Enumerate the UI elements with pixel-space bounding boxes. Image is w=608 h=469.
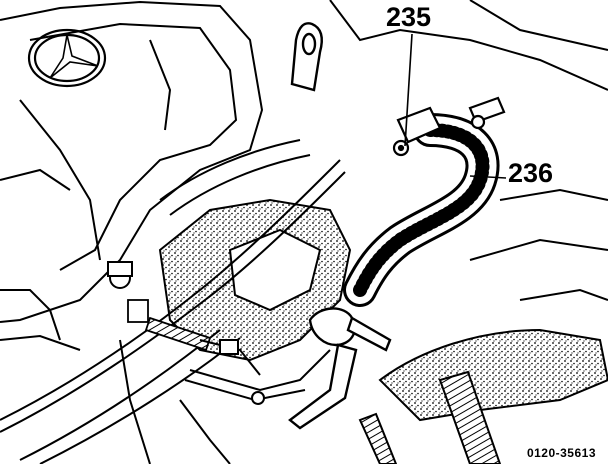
lower-left-structure [0,289,231,465]
fuel-lines [107,261,331,405]
coolant-hose [343,113,500,307]
leader-235 [404,33,413,147]
engine-cover [0,0,264,323]
corrugated-hose [358,370,502,465]
leader-236 [469,175,507,179]
callout-236: 236 [508,158,554,188]
hose-clamp [392,96,506,157]
lifting-eye [290,22,323,92]
cable-tie [127,299,212,352]
mercedes-star-emblem-icon [27,28,107,88]
figure-code: 0120-35613 [526,446,596,460]
intake-manifold [158,198,608,422]
throttle-linkage [288,307,392,430]
leader-lines [404,33,507,179]
firewall-outline [329,0,608,301]
callout-235: 235 [386,2,432,32]
